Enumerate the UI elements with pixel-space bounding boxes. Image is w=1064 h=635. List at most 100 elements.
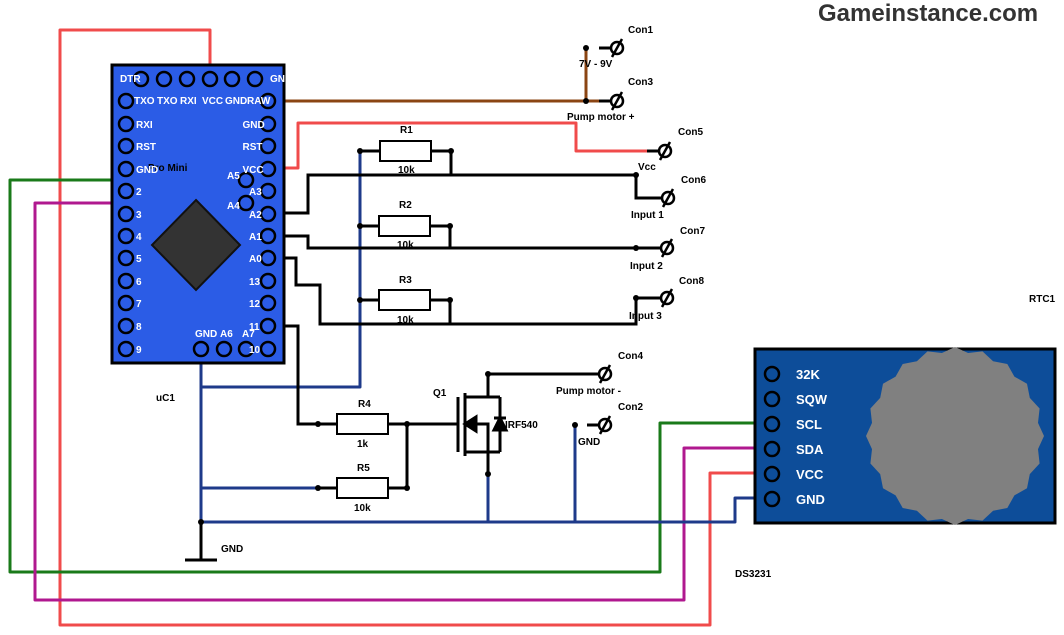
connector-ref: Con6 <box>681 175 706 186</box>
r5-ref: R5 <box>357 463 370 474</box>
connector-ref: Con8 <box>679 276 704 287</box>
pin-right-3 <box>259 160 277 178</box>
r4-ref: R4 <box>358 399 371 410</box>
connector-label: Input 1 <box>631 210 664 221</box>
pin-label-left-9: 8 <box>136 322 142 333</box>
board-pins <box>117 70 277 358</box>
pin-label-left-10: 9 <box>136 345 142 356</box>
rtc-pin-32k <box>763 365 781 383</box>
pin-label-right-4: A2 <box>249 210 262 221</box>
rtc-pin-label: VCC <box>796 467 824 482</box>
pin-label-a5: A5 <box>227 171 240 182</box>
connector-label: Pump motor - <box>556 386 621 397</box>
input2-wire <box>268 234 660 250</box>
pin-right-2 <box>259 137 277 155</box>
pin-label-top-3: RXI <box>180 96 197 107</box>
battery-coin-cell <box>866 347 1044 525</box>
pin-top-0 <box>132 70 150 88</box>
pin-label-right-3: A3 <box>249 187 262 198</box>
raw-connector-wire <box>584 48 604 103</box>
pin-top-1 <box>155 70 173 88</box>
mosfet-q1 <box>456 393 509 474</box>
r1-value: 10k <box>398 165 415 176</box>
pin-label-bottom-0: GND <box>195 329 217 340</box>
pin-left-3 <box>117 160 135 178</box>
pin-left-4 <box>117 182 135 200</box>
r5-right-wire <box>388 424 409 490</box>
pin-label-bottom-2: A7 <box>242 329 255 340</box>
rtc-pin-label: GND <box>796 492 825 507</box>
connector-label: GND <box>578 437 600 448</box>
vcc-wire-con5 <box>268 121 664 170</box>
pin-label-bottom-1: A6 <box>220 329 233 340</box>
pin-label-right-5: A1 <box>249 232 262 243</box>
pin-label-left-5: 4 <box>136 232 142 243</box>
rtc-part: DS3231 <box>735 569 772 580</box>
pin-label-top-2: TXO <box>157 96 178 107</box>
pin-label-left-1: RST <box>136 142 156 153</box>
pin-right-0 <box>259 92 277 110</box>
pin-label-left-0: RXI <box>136 120 153 131</box>
r5-value: 10k <box>354 503 371 514</box>
pin-left-2 <box>117 137 135 155</box>
pin-label-top-1: TXO <box>134 96 155 107</box>
pin-right-10 <box>259 317 277 335</box>
connector-ref: Con5 <box>678 127 703 138</box>
scl-wire <box>8 178 770 574</box>
connector-ref: Con1 <box>628 25 653 36</box>
pin-label-left-4: 3 <box>136 210 142 221</box>
pin-label-left-8: 7 <box>136 299 142 310</box>
connector-ref: Con2 <box>618 402 643 413</box>
pin-label-right-7: 13 <box>249 277 261 288</box>
pin-right-11 <box>259 340 277 358</box>
pin-a4 <box>237 194 255 212</box>
pin-left-5 <box>117 205 135 223</box>
pin-label-top-6: RAW <box>247 96 271 107</box>
vcc-wire-rtc <box>58 28 770 627</box>
resistor-r5: R5 10k <box>336 463 389 514</box>
r2-ref: R2 <box>399 200 412 211</box>
pin-left-7 <box>117 249 135 267</box>
ground-label: GND <box>221 544 243 555</box>
pin-label-top-7: GN <box>270 74 285 85</box>
pin-label-top-5: GND <box>225 96 247 107</box>
connector-label: Input 2 <box>630 261 663 272</box>
connector-ref: Con7 <box>680 226 705 237</box>
q1-part: IRF540 <box>505 420 538 431</box>
resistor-r2: R2 10k <box>378 200 431 251</box>
r3-ref: R3 <box>399 275 412 286</box>
pin-top-5 <box>246 70 264 88</box>
pin-right-8 <box>259 272 277 290</box>
pin-label-right-2: VCC <box>243 165 264 176</box>
uc1-ref: uC1 <box>156 393 175 404</box>
pin-right-9 <box>259 294 277 312</box>
pro-mini-board: Pro Mini <box>110 63 286 365</box>
pin-top-3 <box>201 70 219 88</box>
pin-right-6 <box>259 227 277 245</box>
pin-left-6 <box>117 227 135 245</box>
pin-label-right-0: GND <box>243 120 265 131</box>
pin-a5 <box>237 171 255 189</box>
rtc-ref: RTC1 <box>1029 294 1056 305</box>
pin-right-7 <box>259 249 277 267</box>
pin-bottom-0 <box>192 340 210 358</box>
pin-top-4 <box>223 70 241 88</box>
r1-ref: R1 <box>400 125 413 136</box>
junctions <box>198 45 639 525</box>
connector-ref: Con3 <box>628 77 653 88</box>
pin-label-a4: A4 <box>227 201 240 212</box>
connector-label: 7V - 9V <box>579 59 613 70</box>
sda-wire <box>33 201 770 602</box>
pin-left-10 <box>117 317 135 335</box>
pin-label-top-4: VCC <box>202 96 223 107</box>
pin-right-5 <box>259 205 277 223</box>
pin-label-left-6: 5 <box>136 254 142 265</box>
pin-bottom-2 <box>237 340 255 358</box>
rtc-pin-sda <box>763 440 781 458</box>
r2-value: 10k <box>397 240 414 251</box>
